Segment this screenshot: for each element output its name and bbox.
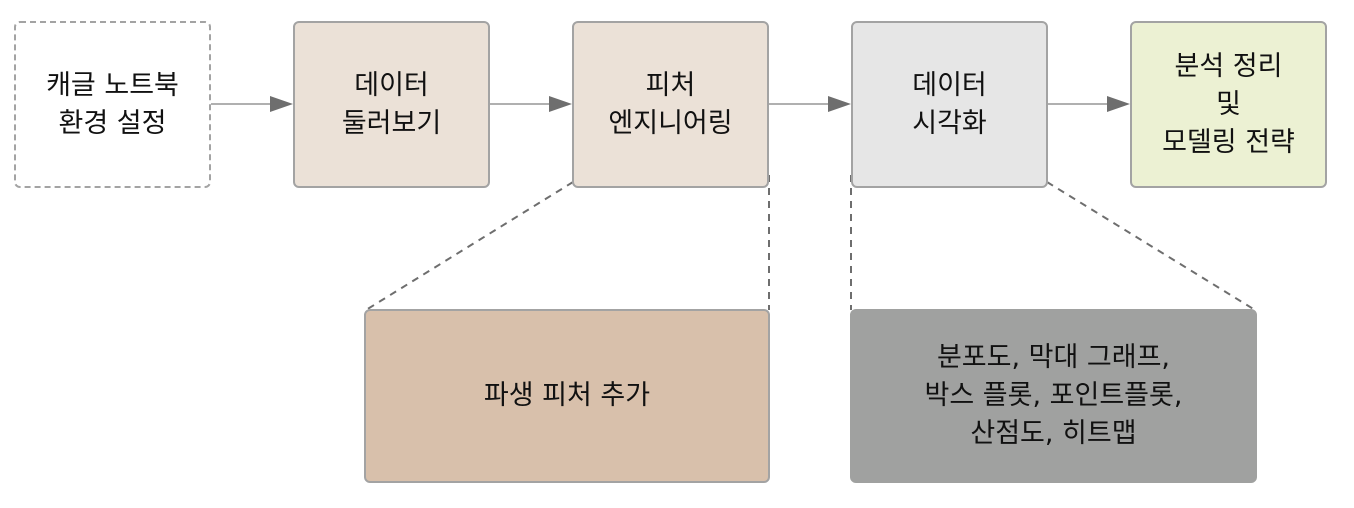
zoom-line-feature-left (365, 181, 574, 311)
arrowhead-4 (1107, 96, 1130, 112)
arrowhead-2 (549, 96, 572, 112)
arrowhead-3 (828, 96, 851, 112)
detail-label: 파생 피처 추가 (483, 380, 651, 411)
step-label: 피처 엔지니어링 (608, 69, 733, 139)
zoom-line-visualize-right (1046, 181, 1256, 311)
step-data-visualization: 데이터 시각화 (851, 21, 1048, 188)
step-label: 분석 정리 및 모델링 전략 (1162, 50, 1295, 158)
step-label: 캐글 노트북 환경 설정 (46, 69, 179, 139)
detail-derived-features: 파생 피처 추가 (364, 309, 770, 483)
arrowhead-1 (270, 96, 293, 112)
step-data-exploration: 데이터 둘러보기 (293, 21, 490, 188)
step-analysis-and-modeling-strategy: 분석 정리 및 모델링 전략 (1130, 21, 1327, 188)
step-kaggle-notebook-setup: 캐글 노트북 환경 설정 (14, 21, 211, 188)
step-feature-engineering: 피처 엔지니어링 (572, 21, 769, 188)
step-label: 데이터 둘러보기 (341, 69, 442, 139)
detail-label: 분포도, 막대 그래프, 박스 플롯, 포인트플롯, 산점도, 히트맵 (924, 342, 1183, 449)
step-label: 데이터 시각화 (912, 69, 987, 139)
detail-visualization-types: 분포도, 막대 그래프, 박스 플롯, 포인트플롯, 산점도, 히트맵 (850, 309, 1257, 483)
